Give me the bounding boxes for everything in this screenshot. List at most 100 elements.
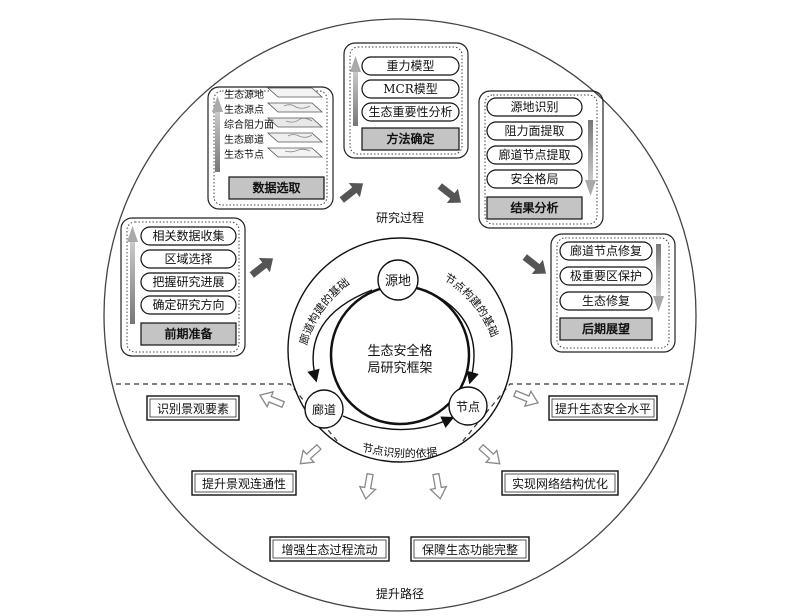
stage-preparation: 相关数据收集 区域选择 把握研究进展 确定研究方向 前期准备 (120, 217, 246, 357)
item-pill: 生态修复 (559, 291, 653, 311)
node-source: 源地 (377, 259, 419, 301)
stage-frame (207, 86, 334, 210)
item-pill: 区域选择 (140, 249, 237, 269)
item-label: 区域选择 (164, 252, 212, 266)
layer-label: 生态节点 (224, 148, 264, 161)
stage-title-bar: 数据选取 (228, 176, 325, 200)
layer-label: 生态廊道 (224, 133, 264, 146)
outline-arrow (299, 443, 322, 465)
outcome-box: 增强生态过程流动 (269, 536, 390, 562)
outcome-label: 保障生态功能完整 (422, 542, 518, 557)
progress-arrow-up (353, 70, 358, 126)
stage-title: 方法确定 (386, 131, 434, 146)
layer-label: 生态源点 (224, 103, 264, 116)
section-divider-right (461, 383, 684, 443)
stage-results: 源地识别 阻力面提取 廊道节点提取 安全格局 结果分析 (478, 90, 604, 229)
layer-sheet (266, 87, 324, 98)
item-pill: 安全格局 (486, 169, 583, 189)
core-cycle: 生态安全格 局研究框架 廊道构建的基础 节点构建的基础 节点识别的依据 源地 廊… (287, 237, 513, 463)
stage-title: 后期展望 (582, 321, 630, 336)
improvement-path-label: 提升路径 (376, 586, 424, 601)
outcome-box: 保障生态功能完整 (410, 536, 530, 562)
progress-arrow-head (350, 56, 361, 72)
node-corridor: 廊道 (304, 389, 344, 429)
item-pill: 把握研究进展 (140, 272, 237, 292)
node-label: 源地 (385, 274, 411, 289)
stage-outlook: 廊道节点修复 极重要区保护 生态修复 后期展望 (550, 233, 676, 353)
outcome-label: 提升生态安全水平 (555, 401, 651, 416)
item-pill: 廊道节点提取 (486, 145, 583, 165)
outcome-box: 提升景观连通性 (191, 470, 297, 496)
outcome-label: 识别景观要素 (157, 402, 229, 416)
progress-arrow-head (127, 226, 138, 242)
item-pill: 生态重要性分析 (361, 102, 460, 122)
stage-title-bar: 方法确定 (361, 127, 460, 151)
flow-arrow (522, 254, 547, 274)
stage-frame-dotted (126, 221, 240, 353)
item-pill: 阻力面提取 (486, 121, 583, 141)
stage-data-selection: 生态源地 生态源点 综合阻力面 生态廊道 生态节点 数据选取 (207, 86, 334, 210)
cycle-arrow-bottom (342, 415, 455, 431)
section-divider-left (116, 383, 339, 443)
stage-title: 前期准备 (164, 326, 213, 341)
item-pill: 源地识别 (486, 97, 583, 117)
item-label: 阻力面提取 (504, 123, 564, 138)
node-label: 节点 (456, 400, 480, 414)
stage-frame (550, 233, 676, 353)
item-pill: 相关数据收集 (140, 226, 237, 246)
item-label: 相关数据收集 (152, 228, 224, 243)
outcome-label: 实现网络结构优化 (512, 476, 608, 491)
core-center-title: 生态安全格 (367, 343, 432, 359)
item-pill: MCR模型 (361, 79, 460, 99)
item-label: 极重要区保护 (570, 269, 642, 283)
outline-arrow (358, 472, 377, 500)
cycle-arrow-right (424, 289, 479, 385)
item-label: 安全格局 (510, 171, 558, 186)
outline-arrow (429, 472, 448, 500)
stage-frame-dotted (484, 94, 598, 225)
layer-sheet (266, 117, 324, 128)
stage-frame-dotted (556, 237, 670, 349)
stage-title: 数据选取 (252, 180, 300, 195)
outcome-box: 实现网络结构优化 (501, 470, 619, 496)
progress-arrow-head (212, 96, 223, 112)
cycle-arrow-left (307, 289, 373, 383)
outline-arrow (478, 443, 501, 465)
layer-sheet (266, 132, 324, 143)
item-label: MCR模型 (383, 82, 438, 96)
item-label: 生态重要性分析 (368, 105, 452, 119)
stage-title-bar: 后期展望 (559, 317, 653, 341)
stage-title-bar: 结果分析 (486, 196, 583, 220)
stage-frame (343, 42, 469, 159)
progress-arrow-head (585, 180, 596, 196)
item-pill: 廊道节点修复 (559, 241, 653, 261)
layer-texture (283, 104, 313, 153)
item-label: 廊道节点提取 (498, 147, 570, 162)
item-label: 确定研究方向 (152, 297, 224, 312)
item-label: 重力模型 (386, 59, 434, 73)
layer-label: 综合阻力面 (224, 118, 274, 131)
layer-sheet (266, 102, 324, 113)
core-center-title: 局研究框架 (367, 361, 432, 376)
outcome-label: 增强生态过程流动 (281, 542, 377, 557)
outline-arrow (258, 390, 286, 409)
flow-arrow (339, 183, 364, 203)
progress-arrow-up (215, 110, 220, 172)
outer-circle (103, 18, 697, 612)
layer-sheet (266, 147, 324, 158)
stage-method: 重力模型 MCR模型 生态重要性分析 方法确定 (343, 42, 469, 159)
research-process-label: 研究过程 (376, 210, 424, 225)
outcome-label: 提升景观连通性 (202, 476, 286, 491)
outline-arrow (512, 389, 540, 408)
stage-title-bar: 前期准备 (140, 322, 237, 346)
stage-title: 结果分析 (510, 200, 558, 215)
layer-stack (266, 87, 324, 158)
progress-arrow-up (130, 240, 135, 324)
item-pill: 极重要区保护 (559, 266, 653, 286)
arc-label-bottom: 节点识别的依据 (361, 441, 438, 460)
progress-arrow-head (653, 296, 664, 312)
stage-frame-dotted (349, 46, 463, 155)
node-node: 节点 (448, 386, 488, 426)
flow-arrow (249, 258, 274, 278)
